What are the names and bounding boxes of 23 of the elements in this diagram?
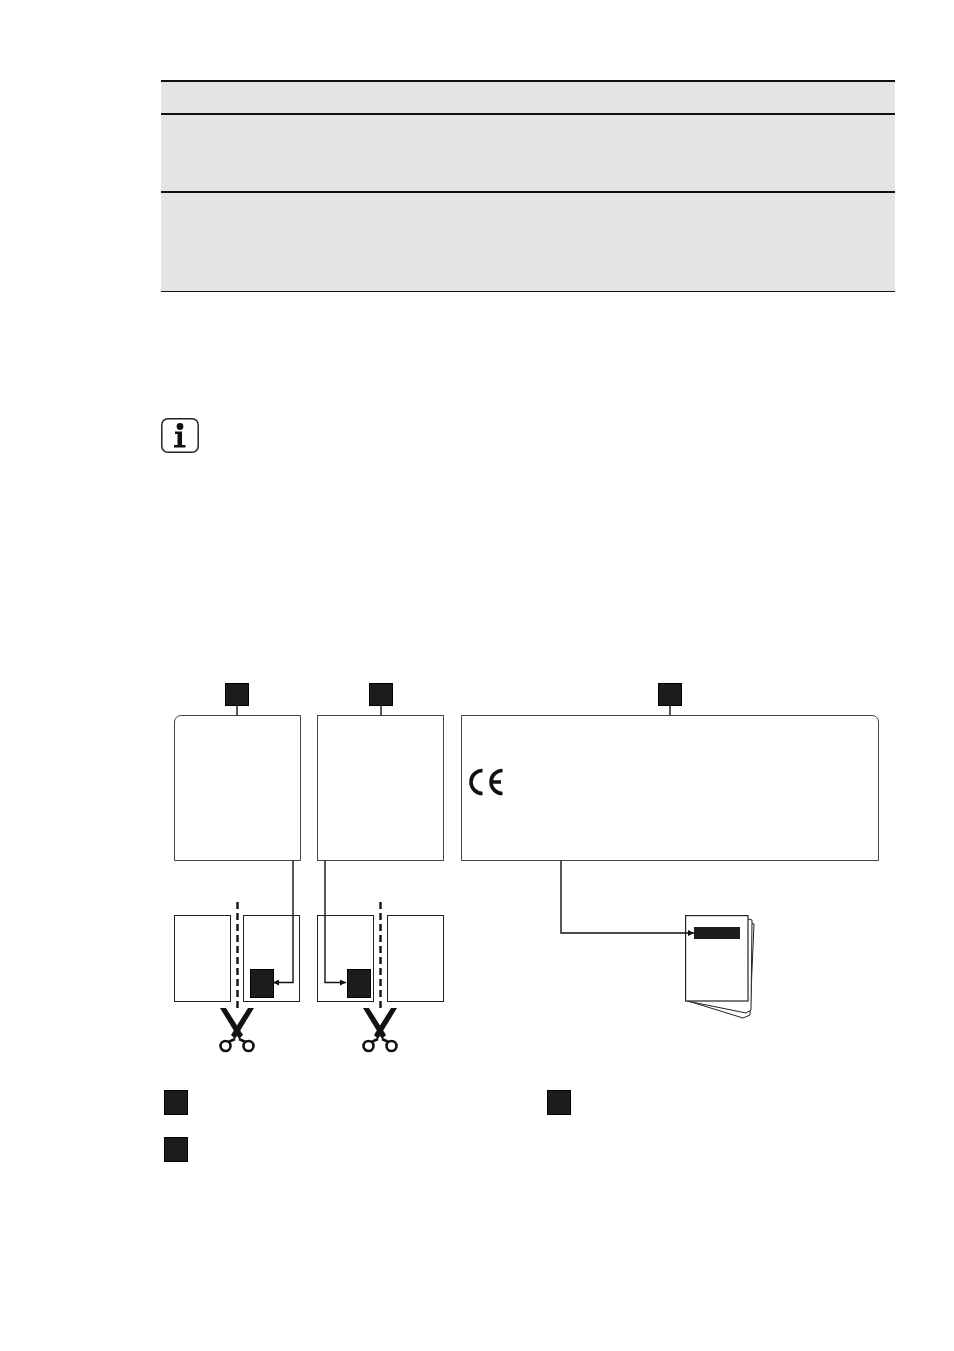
rating-plate bbox=[461, 715, 879, 861]
callout-marker bbox=[547, 1090, 571, 1115]
label-piece bbox=[243, 915, 300, 1002]
label-piece bbox=[174, 915, 231, 1002]
leader-line bbox=[236, 705, 238, 716]
callout-marker bbox=[164, 1090, 188, 1115]
callout-marker bbox=[164, 1137, 188, 1162]
filled-square bbox=[347, 969, 371, 998]
leader-line bbox=[380, 705, 382, 716]
label-piece bbox=[387, 915, 444, 1002]
title-bar bbox=[694, 927, 740, 939]
label-piece bbox=[317, 915, 374, 1002]
connector-arrow bbox=[324, 860, 347, 986]
leader-line bbox=[669, 705, 671, 716]
callout-marker bbox=[658, 683, 682, 706]
callout-marker bbox=[225, 683, 249, 706]
rating-plate bbox=[317, 715, 444, 861]
rating-plate bbox=[174, 715, 301, 861]
booklet-drawing bbox=[685, 915, 757, 1019]
connector-arrow bbox=[272, 860, 294, 986]
connector-arrow bbox=[560, 860, 695, 936]
filled-square bbox=[250, 969, 274, 998]
callout-marker bbox=[369, 683, 393, 706]
